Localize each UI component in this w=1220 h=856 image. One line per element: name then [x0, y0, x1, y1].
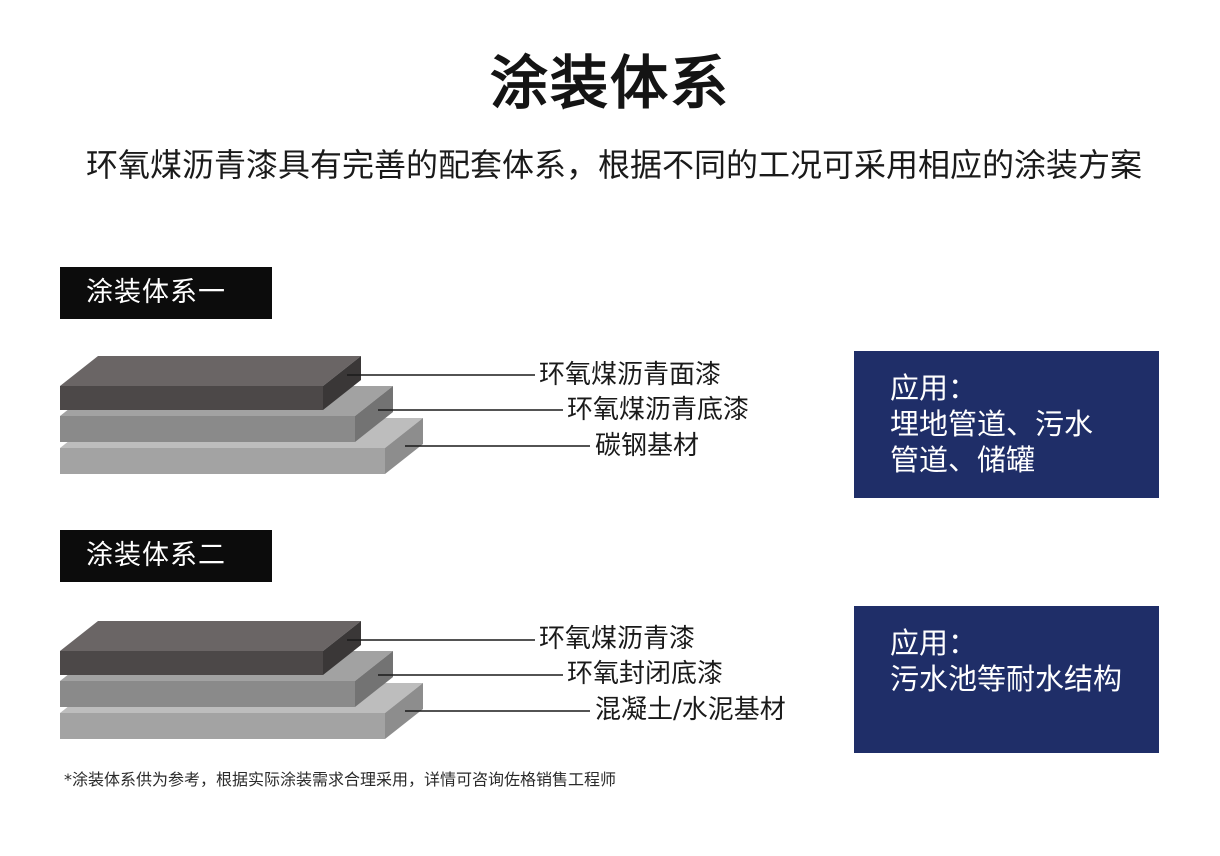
- system-1-application-line-1: 埋地管道、污水: [890, 407, 1094, 441]
- system-2-layer-label-1: 环氧煤沥青漆: [539, 624, 696, 654]
- system-2-application-heading: 应用：: [890, 626, 978, 660]
- system-2-application-line-1: 污水池等耐水结构: [890, 662, 1123, 696]
- intro-text: 环氧煤沥青漆具有完善的配套体系，根据不同的工况可采用相应的涂装方案: [86, 146, 1143, 184]
- system-2-layer-stack: [60, 621, 590, 739]
- system-1-application-line-2: 管道、储罐: [890, 443, 1036, 477]
- system-2-tag: 涂装体系二: [60, 530, 272, 582]
- system-2-application-box: 应用： 污水池等耐水结构: [854, 606, 1159, 753]
- system-1-application-box: 应用： 埋地管道、污水 管道、储罐: [854, 351, 1159, 498]
- system-1-layer-label-3: 碳钢基材: [595, 431, 700, 461]
- footnote: *涂装体系供为参考，根据实际涂装需求合理采用，详情可咨询佐格销售工程师: [64, 770, 617, 789]
- system-1-tag: 涂装体系一: [60, 267, 272, 319]
- system-2-layer-label-3: 混凝土/水泥基材: [595, 695, 786, 725]
- page-title: 涂装体系: [489, 49, 730, 117]
- system-1-layer-label-1: 环氧煤沥青面漆: [539, 360, 722, 390]
- system-1-layer-stack: [60, 356, 590, 474]
- system-2-topcoat-layer: [60, 621, 361, 675]
- system-1-application-heading: 应用：: [890, 371, 978, 405]
- system-2-layer-label-2: 环氧封闭底漆: [567, 659, 724, 689]
- system-1-topcoat-layer: [60, 356, 361, 410]
- system-1-layer-label-2: 环氧煤沥青底漆: [567, 395, 750, 425]
